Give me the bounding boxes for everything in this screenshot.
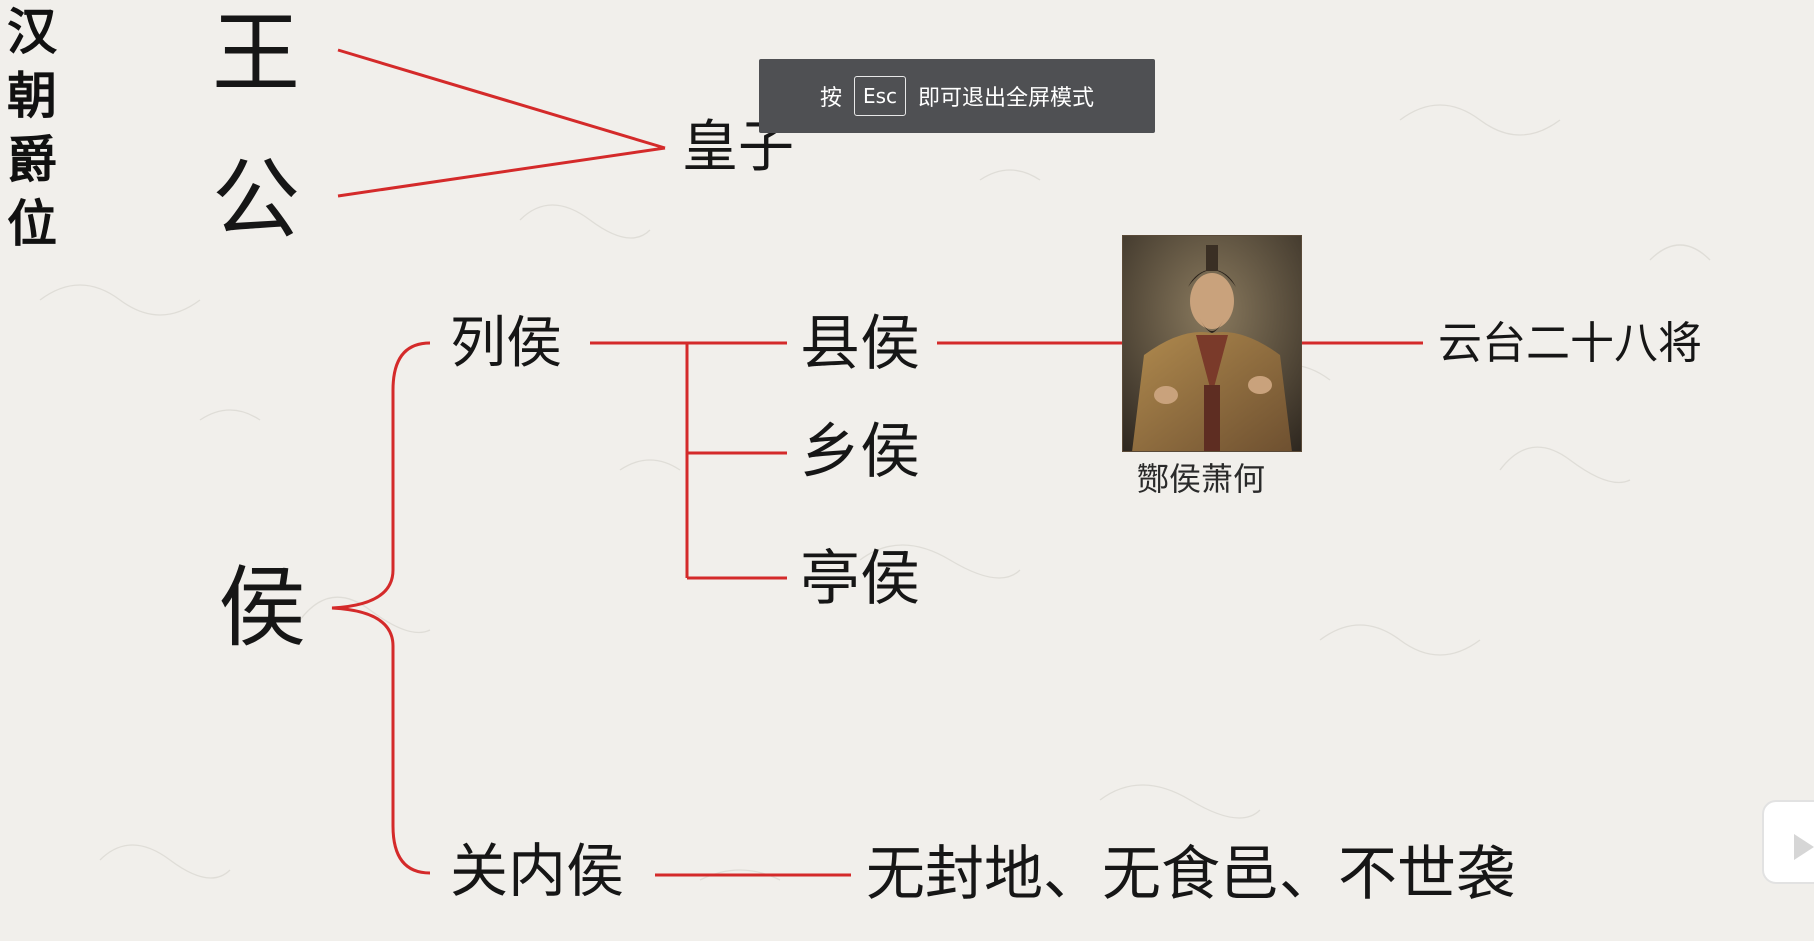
xianhou-label: 县侯 [800,309,920,379]
line-wang-to-huangzi [337,48,666,150]
hou-brace [331,341,431,875]
rank-wang: 王 [212,2,301,105]
vertical-title: 汉 朝 爵 位 [4,0,60,256]
title-char: 汉 [7,3,57,61]
yuntai-label: 云台二十八将 [1438,318,1702,369]
fullscreen-exit-toast: 按 Esc 即可退出全屏模式 [759,59,1155,133]
toast-suffix: 即可退出全屏模式 [918,86,1095,111]
rank-gong: 公 [212,148,301,251]
play-icon [1794,834,1814,860]
line-gong-to-huangzi [337,146,666,198]
portrait-caption: 酂侯萧何 [1137,460,1266,498]
esc-key-icon: Esc [853,76,907,116]
title-char: 朝 [7,67,57,125]
xiaohe-portrait [1122,235,1302,452]
floating-play-widget[interactable] [1762,800,1814,884]
title-char: 爵 [7,131,57,189]
liehou-label: 列侯 [450,311,562,376]
tinghou-label: 亭侯 [800,544,920,614]
xianghou-label: 乡侯 [800,417,920,487]
toast-prefix: 按 [819,86,842,111]
rank-hou: 侯 [218,556,307,659]
guanneihou-label: 关内侯 [450,837,625,905]
guanneihou-note: 无封地、无食邑、不世袭 [866,839,1516,908]
title-char: 位 [7,195,57,253]
